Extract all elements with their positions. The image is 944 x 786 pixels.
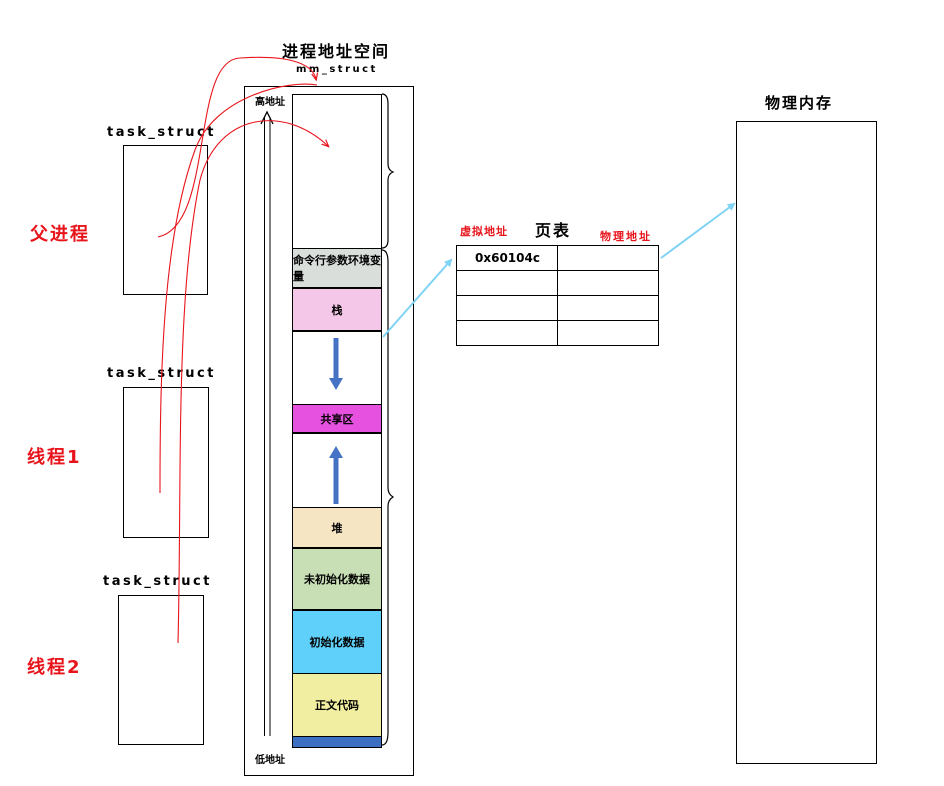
parent-pointer-curve — [157, 56, 316, 238]
table-row: 0x60104c — [456, 245, 659, 271]
thread2-label: 线程2 — [27, 657, 82, 678]
page-table: 0x60104c — [456, 245, 659, 346]
user-brace-icon — [381, 249, 395, 746]
bottom-segment — [292, 736, 382, 748]
heap-label: 堆 — [331, 521, 343, 535]
thread1-pointer-curve — [159, 83, 318, 494]
task-struct-box-thread2 — [118, 595, 204, 745]
cmdline-env-label: 命令行参数环境变量 — [293, 254, 381, 283]
virtual-address-cell — [456, 295, 558, 321]
table-row — [456, 320, 659, 346]
page-table-title: 页表 — [535, 221, 572, 240]
virtual-address-cell — [456, 270, 558, 296]
physical-address-cell — [557, 320, 659, 346]
task-struct-box-parent — [123, 145, 208, 295]
virtual-address-cell: 0x60104c — [456, 245, 558, 271]
mm-struct-label: mm_struct — [296, 64, 378, 75]
thread1-label: 线程1 — [27, 447, 82, 468]
physical-memory-title: 物理内存 — [765, 94, 834, 112]
shared-segment: 共享区 — [292, 404, 382, 433]
thread2-pointer-curve — [177, 120, 328, 644]
physical-address-cell — [557, 295, 659, 321]
shared-label: 共享区 — [320, 412, 354, 426]
virtual-address-header: 虚拟地址 — [460, 225, 508, 238]
stack-label: 栈 — [331, 303, 343, 317]
physical-memory-box — [736, 121, 877, 764]
address-to-pagetable-arrow — [382, 258, 453, 338]
heap-segment: 堆 — [292, 507, 382, 548]
bss-segment: 未初始化数据 — [292, 548, 382, 610]
high-address-label: 高地址 — [255, 97, 285, 108]
cmdline-env-segment: 命令行参数环境变量 — [292, 248, 382, 288]
virtual-address-cell — [456, 320, 558, 346]
task-struct-label-thread2: task_struct — [103, 574, 212, 589]
address-space-title: 进程地址空间 — [282, 42, 391, 61]
stack-growth-arrow-icon — [329, 378, 343, 390]
task-struct-label-thread1: task_struct — [107, 366, 216, 381]
address-direction-arrowhead — [260, 110, 274, 125]
low-address-label: 低地址 — [255, 755, 285, 766]
text-segment: 正文代码 — [292, 673, 382, 737]
table-row — [456, 295, 659, 321]
kernel-space-region — [292, 94, 382, 249]
text-label: 正文代码 — [315, 699, 359, 712]
stack-segment: 栈 — [292, 288, 382, 331]
physical-address-header: 物理地址 — [600, 230, 652, 243]
task-struct-box-thread1 — [123, 387, 209, 538]
heap-growth-arrow-icon — [329, 446, 343, 458]
data-label: 初始化数据 — [309, 636, 365, 649]
table-row — [456, 270, 659, 296]
kernel-brace-icon — [381, 93, 395, 249]
parent-process-label: 父进程 — [30, 224, 90, 245]
bss-label: 未初始化数据 — [304, 573, 370, 586]
task-struct-label-parent: task_struct — [107, 125, 216, 140]
pagetable-to-memory-arrow — [660, 202, 736, 259]
